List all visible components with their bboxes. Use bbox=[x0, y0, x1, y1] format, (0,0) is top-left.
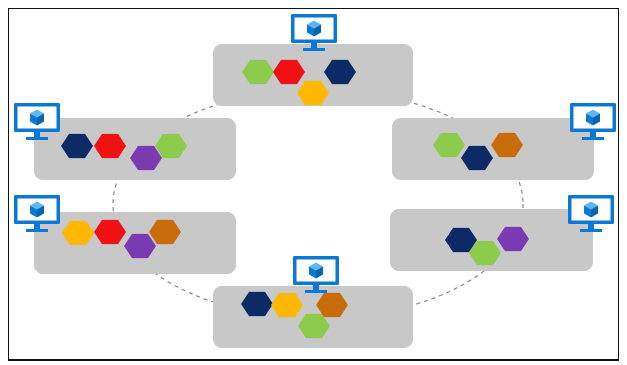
hexagon-lime bbox=[155, 133, 187, 159]
node-upper-right bbox=[392, 103, 616, 180]
computer-monitor-cube-icon bbox=[291, 14, 337, 51]
node-box bbox=[34, 118, 236, 180]
hexagon-lime bbox=[242, 59, 274, 85]
node-top bbox=[213, 14, 413, 106]
hexagon-yellow bbox=[62, 220, 94, 246]
hexagon-red bbox=[94, 133, 126, 159]
node-bottom bbox=[213, 256, 413, 348]
node-lower-left bbox=[14, 195, 236, 274]
hexagon-orange bbox=[316, 292, 348, 318]
hexagon-red bbox=[273, 59, 305, 85]
hexagon-purple bbox=[130, 145, 162, 171]
hexagon-orange bbox=[491, 132, 523, 158]
node-lower-right bbox=[390, 195, 614, 271]
node-upper-left bbox=[14, 103, 236, 180]
computer-monitor-cube-icon bbox=[14, 103, 60, 140]
hexagon-navy bbox=[324, 59, 356, 85]
node-box bbox=[392, 118, 594, 180]
ring-connection bbox=[112, 89, 524, 319]
diagram-frame bbox=[8, 8, 619, 361]
hexagon-yellow bbox=[271, 292, 303, 318]
computer-monitor-cube-icon bbox=[14, 195, 60, 232]
hexagon-lime bbox=[298, 313, 330, 339]
computer-monitor-cube-icon bbox=[570, 103, 616, 140]
node-box bbox=[213, 44, 413, 106]
hexagon-lime bbox=[433, 132, 465, 158]
hexagon-navy bbox=[61, 133, 93, 159]
hexagon-orange bbox=[149, 219, 181, 245]
computer-monitor-cube-icon bbox=[568, 195, 614, 232]
hexagon-yellow bbox=[297, 80, 329, 106]
hexagon-navy bbox=[461, 145, 493, 171]
hexagon-red bbox=[94, 219, 126, 245]
hexagon-navy bbox=[241, 291, 273, 317]
hexagon-lime bbox=[469, 240, 501, 266]
hexagon-navy bbox=[445, 227, 477, 253]
hexagon-purple bbox=[497, 226, 529, 252]
computer-monitor-cube-icon bbox=[293, 256, 339, 293]
hexagon-purple bbox=[124, 233, 156, 259]
node-box bbox=[390, 209, 593, 271]
